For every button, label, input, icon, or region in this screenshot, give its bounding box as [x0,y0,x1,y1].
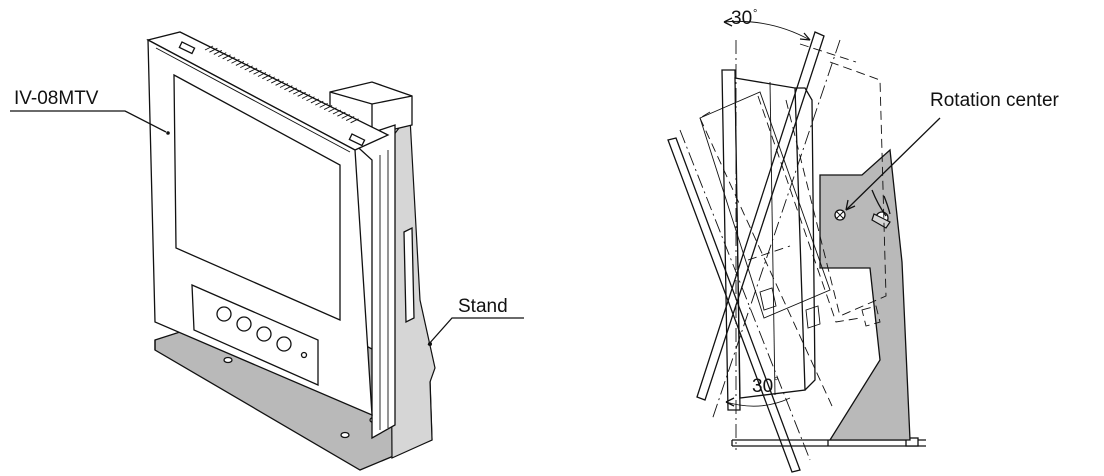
vent-slot [297,91,306,97]
control-button [276,336,292,352]
rotation-leader-line [845,117,941,211]
vent-slot [231,58,240,64]
top-angle-value: 30 [731,8,752,29]
monitor-screen [173,73,341,321]
stand-label: Stand [458,296,508,317]
monitor-side [348,124,396,440]
vent-slot [288,87,298,93]
vent-slot [310,98,320,104]
vent-slot [279,83,289,88]
vent-slot [306,96,315,102]
base-hole [223,356,233,364]
vent-slot [257,72,267,77]
vent-slot [262,74,271,80]
vent-slot [222,54,231,60]
model-label: IV-08MTV [14,88,99,109]
control-button [256,326,272,342]
bottom-angle-degree: ° [774,376,778,388]
ground-line [731,439,926,447]
bottom-angle-value: 30 [752,376,773,397]
vent-slot [235,61,245,66]
top-angle-arc [723,20,811,41]
top-angle-degree: ° [753,8,757,20]
stand-leader-line [427,317,524,346]
vent-slot [248,67,258,73]
vent-slot [209,47,218,53]
vent-slot [275,80,284,86]
base-hole [340,431,350,439]
vent-slot [240,63,249,69]
vent-slot [204,45,214,51]
left-view: IV-08MTV Stand [10,31,524,471]
vent-slot [253,69,262,75]
vent-slot [226,56,236,62]
power-led [300,351,308,359]
dashed-outline [829,61,887,317]
tilt-back-outline [667,137,801,473]
control-button [236,316,252,332]
vent-slot [337,111,346,117]
vent-slot [350,118,359,124]
vent-slot [323,105,333,110]
vent-slot [244,65,253,71]
vent-slot [293,89,302,95]
stand-side-plate [819,148,911,441]
vent-slot [213,50,223,55]
vent-slot [332,109,342,115]
stand-slot [403,226,415,324]
vent-slot [341,113,350,119]
vent-slot [266,76,275,82]
vent-slot [270,78,280,84]
right-view: 30 ° 30 ° Rotation center [667,8,1060,473]
vent-slot [319,102,328,108]
vent-slot [315,100,324,106]
vent-slot [284,85,293,91]
vent-slot [301,94,311,99]
rotation-center-label: Rotation center [930,90,1060,111]
vent-slot [345,116,355,121]
control-button [216,306,232,322]
vent-slot [328,107,337,113]
vent-grille [204,45,359,124]
model-leader-line [10,110,167,133]
vent-slot [218,52,227,58]
bottom-angle-arc [725,397,791,407]
